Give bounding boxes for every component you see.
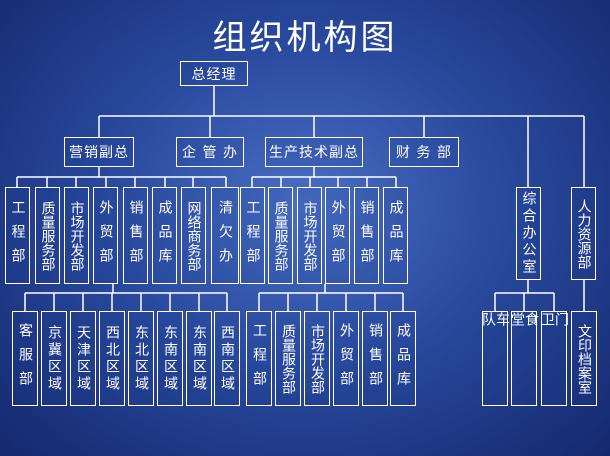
node-prod-quality-service: 质量服务部: [268, 187, 293, 284]
node-sales-market-development: 市场开发部: [64, 187, 89, 284]
node-region-jingji: 京冀区域: [41, 311, 67, 406]
node-sales-warehouse: 成品库: [152, 187, 177, 284]
node-prod-foreign-trade: 外贸部: [325, 187, 350, 284]
node-prodsub-engineering: 工程部: [246, 311, 272, 406]
node-sales-sales: 销售部: [123, 187, 148, 284]
node-prod-engineering: 工程部: [240, 187, 265, 284]
node-region-customer-service: 客服部: [12, 311, 38, 406]
node-prodsub-warehouse: 成品库: [390, 311, 416, 406]
node-general-office: 综合办公室: [516, 187, 541, 280]
node-prodsub-foreign-trade: 外贸部: [333, 311, 359, 406]
node-office-gate-guard: 门卫: [539, 311, 569, 406]
node-region-northwest: 西北区域: [99, 311, 125, 406]
node-management-office: 企 管 办: [176, 137, 244, 167]
node-production-vp: 生产技术副总: [265, 137, 363, 167]
node-office-canteen: 食堂: [509, 311, 539, 406]
node-region-tianjin: 天津区域: [70, 311, 96, 406]
node-human-resources: 人力资源部: [571, 187, 596, 280]
node-prodsub-market-development: 市场开发部: [304, 311, 330, 406]
node-general-manager: 总经理: [180, 61, 248, 86]
node-sales-vp: 营销副总: [64, 137, 134, 167]
chart-title: 组织机构图: [212, 18, 398, 58]
node-region-southwest: 西南区域: [214, 311, 240, 406]
node-sales-engineering: 工程部: [5, 187, 30, 284]
node-region-northeast: 东北区域: [128, 311, 154, 406]
node-prod-warehouse: 成品库: [383, 187, 408, 284]
node-region-southeast-1: 东南区域: [157, 311, 183, 406]
node-prodsub-sales: 销售部: [362, 311, 388, 406]
node-sales-foreign-trade: 外贸部: [93, 187, 118, 284]
node-region-southeast-2: 东南区域: [186, 311, 212, 406]
node-prodsub-quality-service: 质量服务部: [275, 311, 301, 406]
node-sales-quality-service: 质量服务部: [35, 187, 60, 284]
node-sales-debt-collection: 清欠办: [211, 187, 239, 284]
node-prod-sales: 销售部: [354, 187, 379, 284]
node-office-motor-pool: 车队: [480, 311, 510, 406]
node-hr-archives-printing: 文印档案室: [571, 311, 597, 406]
node-finance-dept: 财 务 部: [389, 137, 459, 167]
node-sales-online-business: 网络商务部: [181, 187, 206, 284]
node-prod-market-development: 市场开发部: [297, 187, 322, 284]
